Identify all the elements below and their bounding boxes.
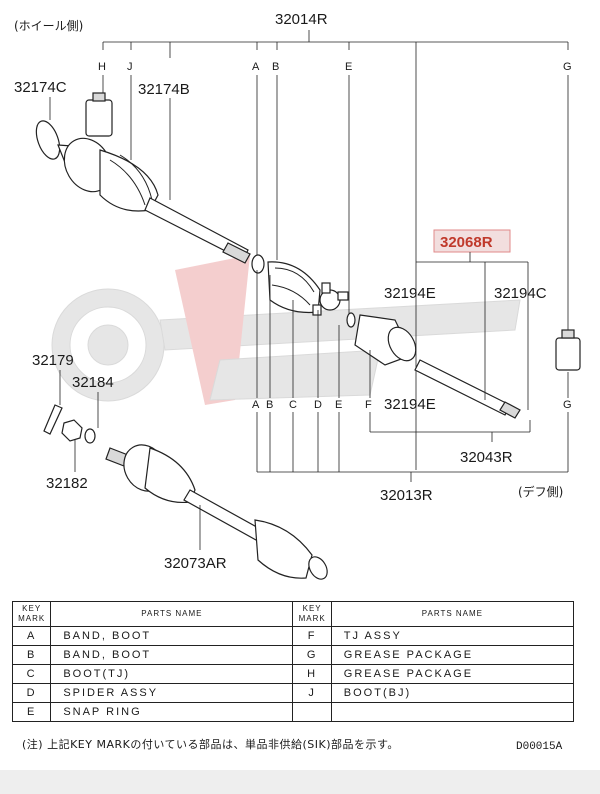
key-letter-bottom-F: F — [365, 399, 372, 411]
part-label-32174C: 32174C — [14, 79, 67, 96]
part-label-32073AR: 32073AR — [164, 555, 227, 572]
key-letter-top-H: H — [98, 61, 106, 73]
key-letter-top-A: A — [252, 61, 260, 73]
key-mark-cell: H — [292, 664, 332, 684]
parts-name-cell: BAND, BOOT — [50, 645, 294, 665]
part-label-32043R: 32043R — [460, 449, 513, 466]
parts-name-cell — [330, 702, 575, 722]
snap-ring-icon — [346, 312, 356, 328]
key-mark-cell: A — [11, 626, 52, 646]
table-row: A BAND, BOOT F TJ ASSY — [11, 626, 575, 646]
parts-name-cell: GREASE PACKAGE — [330, 664, 575, 684]
spider-assy-icon — [312, 282, 349, 316]
part-label-32174B: 32174B — [138, 81, 190, 98]
key-letter-bottom-B: B — [266, 399, 273, 411]
key-letter-top-G: G — [563, 61, 572, 73]
table-header-key-mark: KEY MARK — [11, 601, 52, 627]
part-label-32179: 32179 — [32, 352, 74, 369]
wheel-side-label: (ホイール側) — [14, 19, 83, 33]
key-letter-bottom-E: E — [335, 399, 342, 411]
key-letter-top-E: E — [345, 61, 352, 73]
band-boot-a-icon — [251, 254, 265, 274]
table-header-row: KEY MARK PARTS NAME KEY MARK PARTS NAME — [11, 601, 575, 627]
part-label-32182: 32182 — [46, 475, 88, 492]
nut-icon — [61, 419, 83, 442]
key-mark-cell: C — [11, 664, 52, 684]
part-label-32194C: 32194C — [494, 285, 547, 302]
key-letter-bottom-C: C — [289, 399, 297, 411]
key-letter-top-J: J — [127, 61, 133, 73]
grease-package-g-icon — [555, 329, 581, 371]
key-letter-bottom-D: D — [314, 399, 322, 411]
parts-name-cell: BOOT(BJ) — [330, 683, 575, 703]
part-label-32014R: 32014R — [275, 11, 328, 28]
drive-shaft-upper-icon — [35, 120, 251, 264]
key-letter-bottom-A: A — [252, 399, 260, 411]
tj-boot-icon — [267, 261, 321, 314]
washer-icon — [84, 428, 96, 444]
table-row: B BAND, BOOT G GREASE PACKAGE — [11, 645, 575, 665]
highlight-box-32068R — [433, 229, 511, 253]
parts-name-cell: TJ ASSY — [330, 626, 575, 646]
inner-shaft-icon — [414, 359, 521, 419]
table-row: D SPIDER ASSY J BOOT(BJ) — [11, 683, 575, 703]
part-label-32184: 32184 — [72, 374, 114, 391]
key-mark-cell: D — [11, 683, 52, 703]
table-row: C BOOT(TJ) H GREASE PACKAGE — [11, 664, 575, 684]
table-row: E SNAP RING — [11, 702, 575, 722]
table-header-parts-name: PARTS NAME — [50, 601, 294, 627]
footnote: (注) 上記KEY MARKの付いている部品は、単品非供給(SIK)部品を示す。 — [22, 738, 399, 751]
key-mark-cell: G — [292, 645, 332, 665]
grease-package-h-icon — [85, 92, 113, 137]
parts-name-cell: BOOT(TJ) — [50, 664, 294, 684]
cotter-pin-icon — [43, 404, 63, 435]
key-mark-cell: B — [11, 645, 52, 665]
diagram-code: D00015A — [516, 741, 563, 753]
key-letter-bottom-G: G — [563, 399, 572, 411]
key-mark-cell — [292, 702, 332, 722]
part-label-32013R: 32013R — [380, 487, 433, 504]
parts-name-cell: BAND, BOOT — [50, 626, 294, 646]
watermark-logo — [51, 255, 521, 405]
table-header-key-mark: KEY MARK — [292, 601, 332, 627]
key-letter-top-B: B — [272, 61, 279, 73]
part-label-32194E-bottom: 32194E — [384, 396, 436, 413]
diff-side-label: (デフ側) — [518, 484, 563, 499]
tj-assy-icon — [354, 314, 417, 366]
parts-name-cell: SPIDER ASSY — [50, 683, 294, 703]
key-mark-cell: F — [292, 626, 332, 646]
drive-shaft-lower-icon — [105, 444, 328, 580]
parts-name-cell: GREASE PACKAGE — [330, 645, 575, 665]
footer-bar — [0, 770, 600, 794]
key-mark-cell: E — [11, 702, 52, 722]
part-label-32194E-top: 32194E — [384, 285, 436, 302]
key-mark-cell: J — [292, 683, 332, 703]
part-label-32068R[interactable]: 32068R — [440, 234, 493, 251]
parts-table: KEY MARK PARTS NAME KEY MARK PARTS NAME … — [11, 601, 575, 722]
table-header-parts-name: PARTS NAME — [330, 601, 575, 627]
parts-name-cell: SNAP RING — [50, 702, 294, 722]
